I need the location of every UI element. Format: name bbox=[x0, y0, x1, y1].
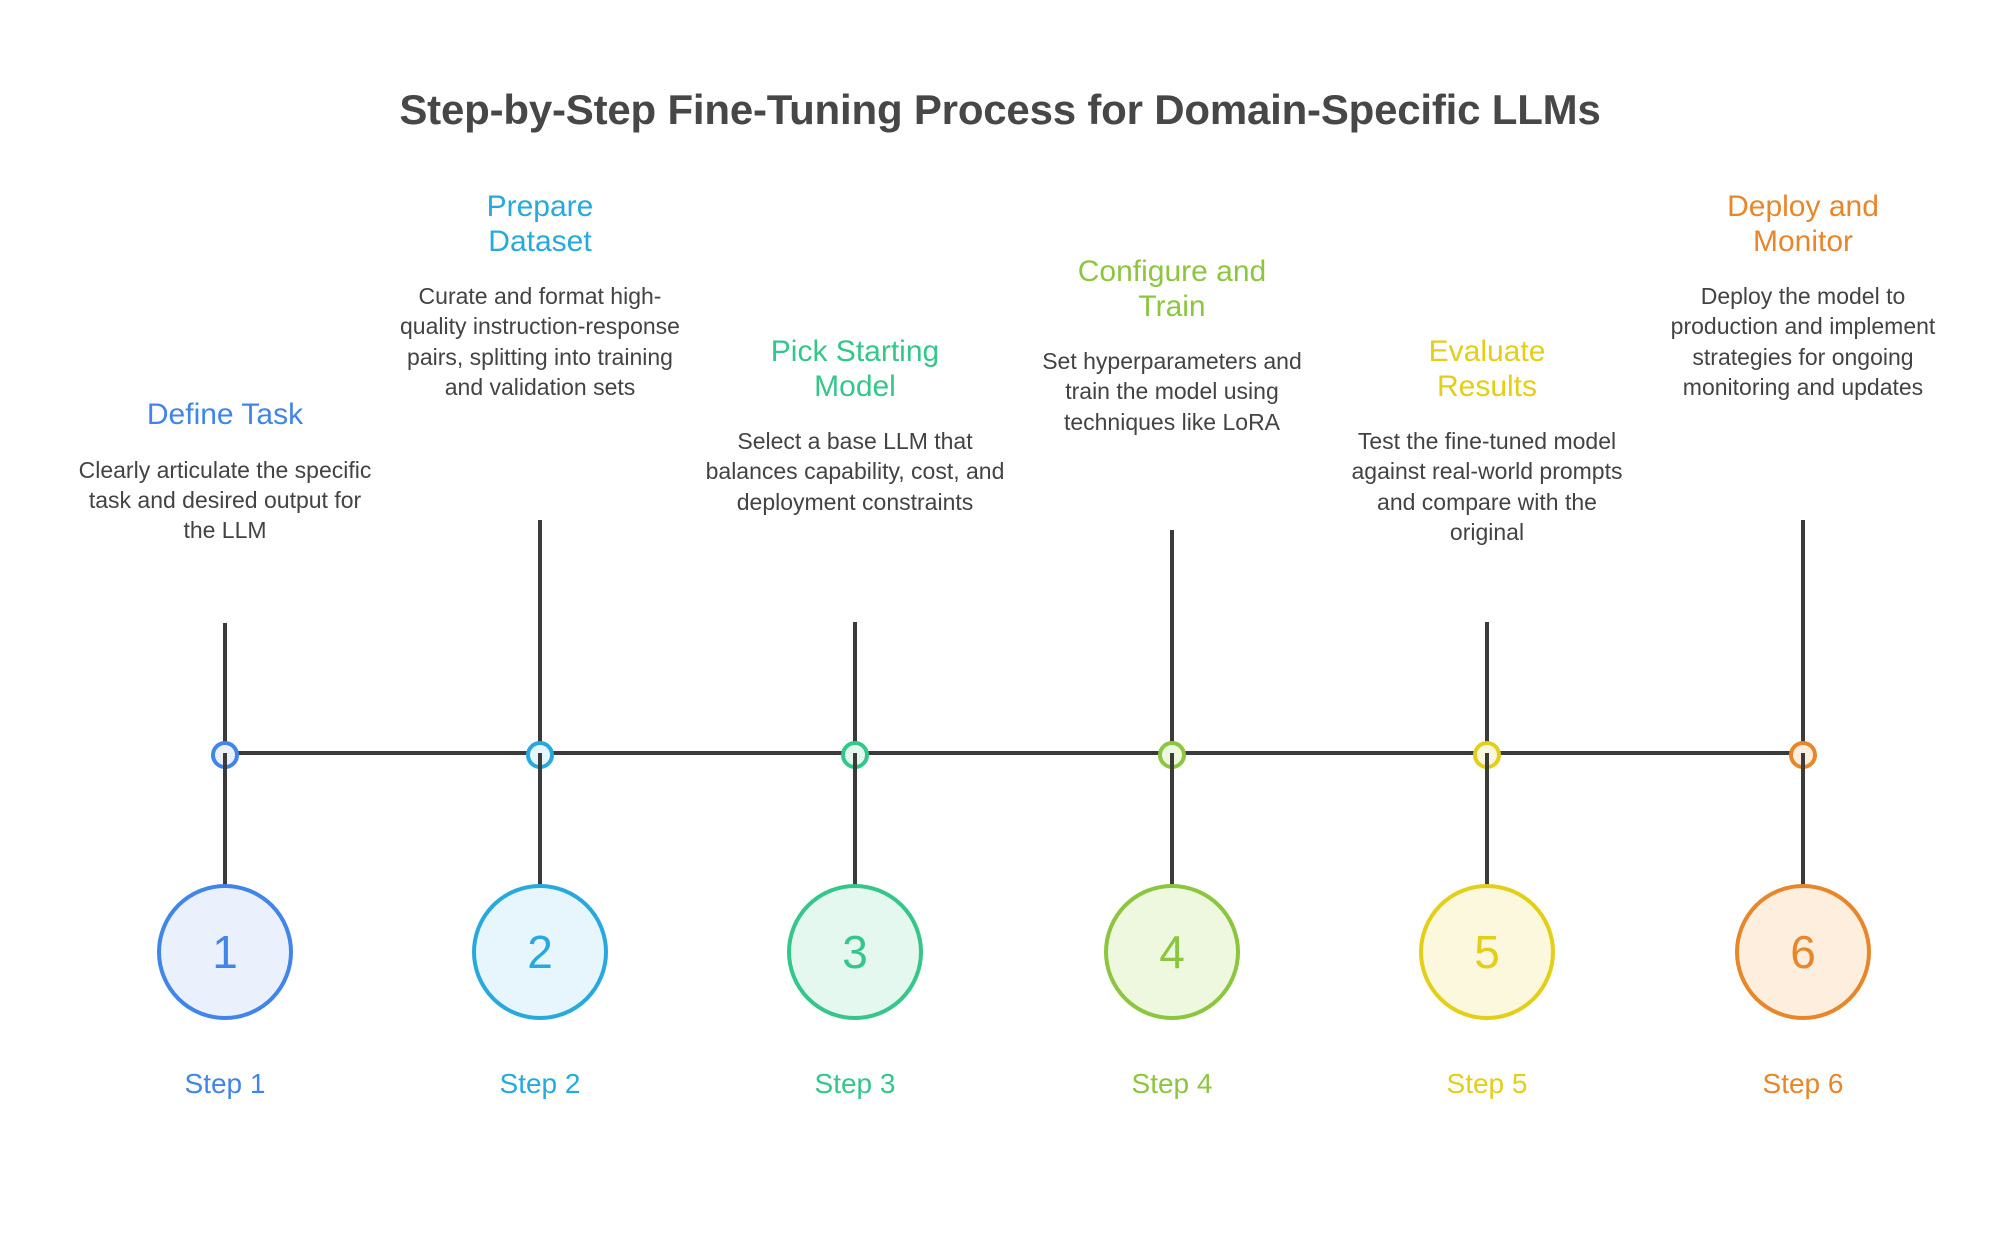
step-number-circle-4[interactable]: 4 bbox=[1104, 884, 1240, 1020]
connector-stem-lower-3 bbox=[853, 753, 857, 885]
step-column-3: Pick Starting Model Select a base LLM th… bbox=[705, 0, 1005, 1233]
step-label-1: Step 1 bbox=[184, 1068, 266, 1099]
step-number-2: 2 bbox=[527, 926, 553, 978]
connector-stem-lower-1 bbox=[223, 753, 227, 885]
step-column-1: Define Task Clearly articulate the speci… bbox=[75, 0, 375, 1233]
step-column-2: Prepare Dataset Curate and format high-q… bbox=[390, 0, 690, 1233]
page-title: Step-by-Step Fine-Tuning Process for Dom… bbox=[399, 86, 1601, 133]
step-number-circle-3[interactable]: 3 bbox=[787, 884, 923, 1020]
step-label-5: Step 5 bbox=[1446, 1068, 1528, 1099]
step-label-6: Step 6 bbox=[1762, 1068, 1844, 1099]
step-label-3: Step 3 bbox=[814, 1068, 896, 1099]
connector-stem-1 bbox=[223, 623, 227, 753]
step-label-4: Step 4 bbox=[1131, 1068, 1213, 1099]
step-description-2: Curate and format high-quality instructi… bbox=[400, 283, 680, 401]
connector-stem-4 bbox=[1170, 530, 1174, 753]
connector-stem-lower-5 bbox=[1485, 753, 1489, 885]
step-number-4: 4 bbox=[1159, 926, 1185, 978]
step-text-block-4: Configure and Train Set hyperparameters … bbox=[1022, 255, 1322, 437]
step-text-block-5: Evaluate Results Test the fine-tuned mod… bbox=[1337, 335, 1637, 547]
step-number-1: 1 bbox=[212, 926, 238, 978]
connector-stem-lower-4 bbox=[1170, 753, 1174, 885]
step-column-6: Deploy and Monitor Deploy the model to p… bbox=[1653, 0, 1953, 1233]
step-number-circle-5[interactable]: 5 bbox=[1419, 884, 1555, 1020]
step-text-block-3: Pick Starting Model Select a base LLM th… bbox=[705, 335, 1005, 517]
connector-stem-lower-6 bbox=[1801, 753, 1805, 885]
step-description-5: Test the fine-tuned model against real-w… bbox=[1351, 428, 1623, 546]
connector-stem-2 bbox=[538, 520, 542, 753]
step-number-circle-1[interactable]: 1 bbox=[157, 884, 293, 1020]
step-number-6: 6 bbox=[1790, 926, 1816, 978]
step-number-5: 5 bbox=[1474, 926, 1500, 978]
step-heading-6: Deploy and Monitor bbox=[1727, 190, 1879, 258]
step-label-2: Step 2 bbox=[499, 1068, 581, 1099]
step-description-3: Select a base LLM that balances capabili… bbox=[705, 428, 1005, 515]
step-text-block-6: Deploy and Monitor Deploy the model to p… bbox=[1653, 190, 1953, 402]
connector-stem-6 bbox=[1801, 520, 1805, 753]
step-number-circle-2[interactable]: 2 bbox=[472, 884, 608, 1020]
step-column-4: Configure and Train Set hyperparameters … bbox=[1022, 0, 1322, 1233]
step-text-block-2: Prepare Dataset Curate and format high-q… bbox=[390, 190, 690, 402]
step-description-6: Deploy the model to production and imple… bbox=[1670, 283, 1936, 401]
step-column-5: Evaluate Results Test the fine-tuned mod… bbox=[1337, 0, 1637, 1233]
step-heading-2: Prepare Dataset bbox=[486, 190, 594, 258]
connector-stem-lower-2 bbox=[538, 753, 542, 885]
timeline-axis bbox=[225, 751, 1803, 755]
step-heading-5: Evaluate Results bbox=[1428, 335, 1546, 403]
step-heading-1: Define Task bbox=[146, 398, 304, 431]
step-number-circle-6[interactable]: 6 bbox=[1735, 884, 1871, 1020]
connector-stem-3 bbox=[853, 622, 857, 753]
step-description-1: Clearly articulate the specific task and… bbox=[78, 456, 372, 544]
step-heading-3: Pick Starting Model bbox=[770, 335, 940, 403]
step-description-4: Set hyperparameters and train the model … bbox=[1042, 348, 1302, 435]
step-heading-4: Configure and Train bbox=[1077, 255, 1267, 323]
connector-stem-5 bbox=[1485, 622, 1489, 753]
step-text-block-1: Define Task Clearly articulate the speci… bbox=[75, 398, 375, 546]
step-number-3: 3 bbox=[842, 926, 868, 978]
